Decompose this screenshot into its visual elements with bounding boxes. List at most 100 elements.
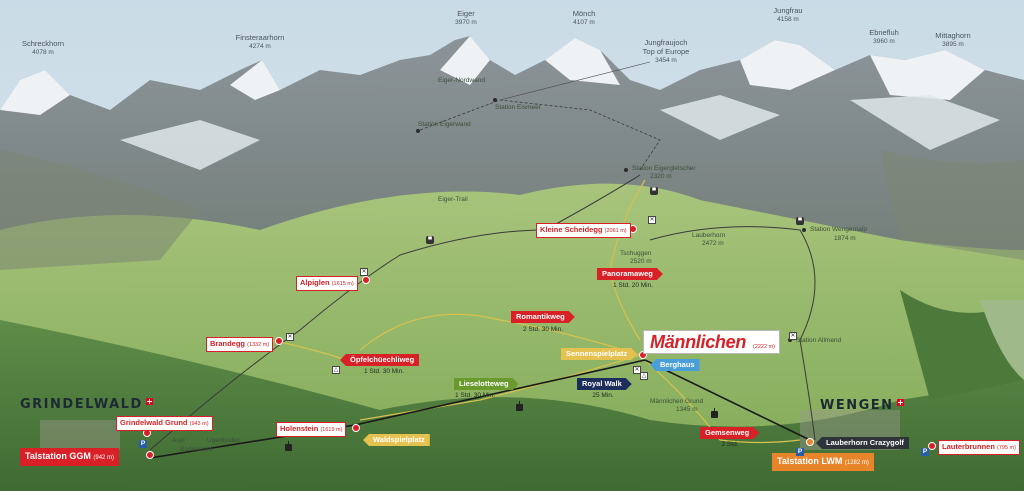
place-berghaus[interactable]: Berghaus — [650, 359, 700, 371]
peak-jungfraujoch: Jungfraujoch Top of Europe 3454 m — [643, 38, 690, 65]
peak-elevation: 3895 m — [942, 41, 964, 48]
railway-stop-marker — [788, 338, 792, 342]
railway-stop-marker — [624, 168, 628, 172]
peak-elevation: 4078 m — [32, 49, 54, 56]
station-talstation-lwm[interactable]: Talstation LWM (1282 m) — [772, 453, 874, 471]
peak-name: Jungfraujoch — [644, 38, 688, 47]
peak-name: Eiger — [457, 9, 475, 18]
label-eiger-nordwand: Eiger-Nordwand — [438, 77, 485, 84]
maennlichen-elevation: (2222 m) — [752, 344, 775, 350]
station-grindelwald-grund[interactable]: Grindelwald Grund (943 m) — [116, 416, 213, 431]
swiss-flag-icon — [896, 399, 904, 406]
peak-mittaghorn: Mittaghorn 3895 m — [935, 31, 970, 49]
town-grindelwald: GRINDELWALD — [20, 397, 153, 412]
place-lauberhorn-crazygolf[interactable]: Lauberhorn Crazygolf — [816, 437, 909, 449]
peak-elevation: 4158 m — [777, 16, 799, 23]
town-name: GRINDELWALD — [20, 397, 143, 412]
place-name: Sennenspielplatz — [566, 349, 628, 358]
place-waldspielplatz[interactable]: Waldspielplatz — [363, 434, 430, 446]
label-maennlichen-grund: Männlichen Grund — [650, 398, 704, 405]
station-name: Talstation LWM — [777, 456, 843, 466]
trail-duration-panoramaweg: 1 Std. 20 Min. — [612, 282, 654, 289]
place-name: Berghaus — [660, 360, 695, 369]
peak-name: Mönch — [572, 9, 596, 18]
trail-name: Lieselotteweg — [459, 379, 509, 388]
station-pin-talstation-lwm[interactable] — [806, 438, 814, 446]
peak-name: Ebnefluh — [869, 28, 899, 37]
station-elevation: (942 m) — [93, 455, 115, 461]
train-icon: ▀ — [650, 187, 658, 195]
restaurant-icon: ✕ — [360, 268, 368, 276]
station-elevation: (2061 m) — [604, 228, 627, 234]
trail-duration-royal-walk: 25 Min. — [592, 392, 614, 399]
gondola-icon — [515, 401, 524, 411]
trail-duration-romantikweg: 2 Std. 30 Min. — [522, 326, 564, 333]
trail-panoramaweg[interactable]: Panoramaweg — [597, 268, 663, 280]
trail-duration-lieselotteweg: 1 Std. 30 Min. — [454, 392, 496, 399]
place-name: Waldspielplatz — [373, 435, 425, 444]
peak-name: Mittaghorn — [935, 31, 971, 40]
playground-icon: △ — [332, 366, 340, 374]
railway-stop-marker — [802, 228, 806, 232]
trail-oepfelchueechliweg[interactable]: Öpfelchüechliweg — [340, 354, 420, 366]
trail-name: Royal Walk — [582, 379, 622, 388]
trail-romantikweg[interactable]: Romantikweg — [511, 311, 575, 323]
station-lauterbrunnen[interactable]: Lauterbrunnen (795 m) — [938, 440, 1020, 455]
station-name: Kleine Scheidegg — [540, 225, 603, 234]
parking-icon: P — [796, 448, 804, 456]
station-holenstein[interactable]: Holenstein (1619 m) — [276, 422, 347, 437]
station-name: Talstation GGM — [25, 451, 91, 461]
trail-name: Öpfelchüechliweg — [350, 355, 415, 364]
peak-name: Jungfrau — [773, 6, 803, 15]
station-kleine-scheidegg[interactable]: Kleine Scheidegg (2061 m) — [536, 223, 631, 238]
trail-royal-walk[interactable]: Royal Walk — [577, 378, 632, 390]
restaurant-icon: ✕ — [648, 216, 656, 224]
railway-stop-marker — [493, 98, 497, 102]
trail-lieselotteweg[interactable]: Lieselotteweg — [454, 378, 519, 390]
station-pin-alpiglen[interactable] — [362, 276, 370, 284]
station-elevation: (1332 m) — [247, 342, 270, 348]
trail-name: Gemsenweg — [705, 428, 750, 437]
peak-moench: Mönch 4107 m — [573, 9, 596, 27]
gondola-icon — [710, 408, 719, 418]
label-station-eigerwand: Station Eigerwand — [418, 121, 471, 128]
station-name: Grindelwald Grund — [120, 418, 188, 427]
peak-elevation: 3970 m — [455, 19, 477, 26]
station-elevation: (1619 m) — [320, 427, 343, 433]
place-sennenspielplatz[interactable]: Sennenspielplatz — [561, 348, 637, 360]
station-elevation: (1615 m) — [331, 281, 354, 287]
label-station-wengernalp: Station Wengernalp — [810, 226, 867, 233]
label-lauberhorn-elevation: 2472 m — [702, 240, 724, 247]
station-pin-brandegg[interactable] — [275, 337, 283, 345]
train-icon: ▀ — [796, 217, 804, 225]
trail-name: Romantikweg — [516, 312, 565, 321]
label-station-eigergletscher: Station Eigergletscher — [632, 165, 696, 172]
peak-name: Schreckhorn — [21, 39, 65, 48]
station-alpiglen[interactable]: Alpiglen (1615 m) — [296, 276, 358, 291]
trail-gemsenweg[interactable]: Gemsenweg — [700, 427, 759, 439]
station-brandegg[interactable]: Brandegg (1332 m) — [206, 337, 274, 352]
maennlichen-logo[interactable]: Männlichen (2222 m) — [643, 330, 780, 354]
label-eiger-trail: Eiger-Trail — [438, 196, 468, 203]
station-elevation: (943 m) — [189, 421, 209, 427]
trail-duration-oepfelchueechliweg: 1 Std. 30 Min. — [363, 368, 405, 375]
station-talstation-ggm[interactable]: Talstation GGM (942 m) — [20, 448, 120, 466]
station-pin-holenstein[interactable] — [352, 424, 360, 432]
label-station-eismeer: Station Eismeer — [495, 104, 541, 111]
peak-schreckhorn: Schreckhorn 4078 m — [22, 39, 64, 57]
peak-name: Finsteraarhorn — [235, 33, 285, 42]
label-lauberhorn: Lauberhorn — [692, 232, 726, 239]
label-tschuggen: Tschuggen — [620, 250, 652, 257]
station-name: Brandegg — [210, 339, 246, 348]
station-pin-talstation-ggm[interactable] — [146, 451, 154, 459]
trail-name: Panoramaweg — [602, 269, 653, 278]
label-tschuggen-elevation: 2520 m — [630, 258, 652, 265]
label-maennlichen-grund-elevation: 1345 m — [676, 406, 698, 413]
restaurant-icon: ✕ — [286, 333, 294, 341]
station-name: Holenstein — [280, 424, 319, 433]
station-pin-lauterbrunnen[interactable] — [928, 442, 936, 450]
label-aspi: Aspi — [172, 437, 185, 444]
gondola-icon — [284, 441, 293, 451]
